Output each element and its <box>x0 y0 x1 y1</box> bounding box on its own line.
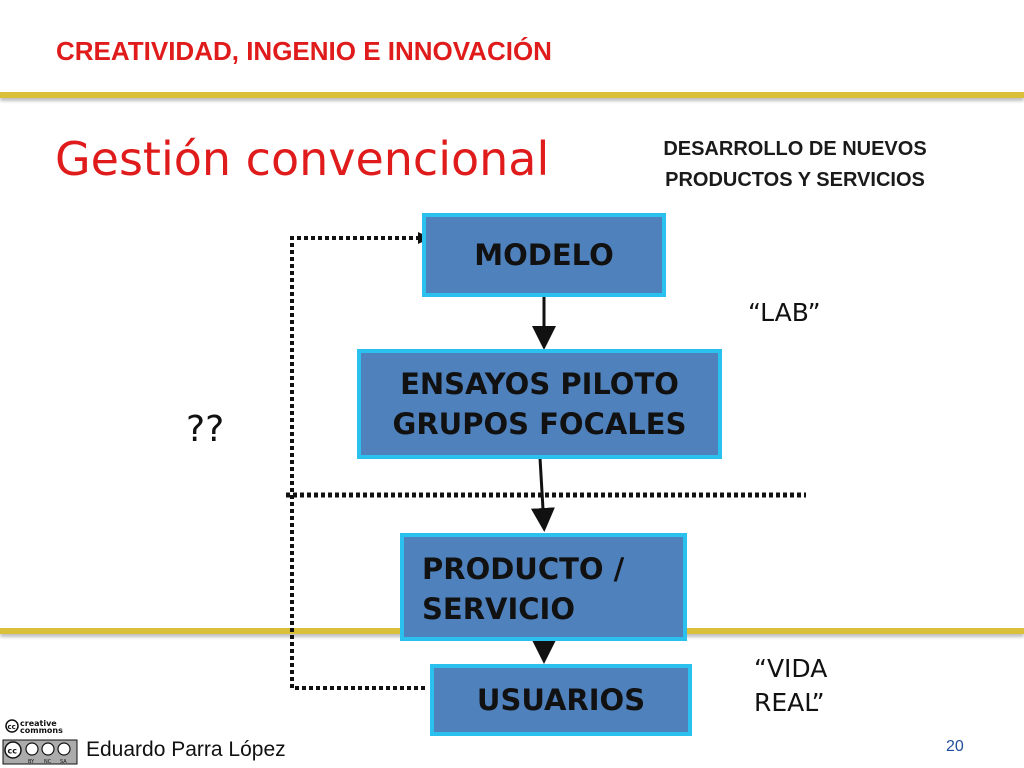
node-usuarios: USUARIOS <box>430 664 692 736</box>
node-usuarios-label: USUARIOS <box>476 683 646 717</box>
topic-label: DESARROLLO DE NUEVOS PRODUCTOS Y SERVICI… <box>620 134 970 196</box>
footer-author: Eduardo Parra López <box>86 738 286 761</box>
node-modelo: MODELO <box>422 213 666 297</box>
topic-line-2: PRODUCTOS Y SERVICIOS <box>665 169 925 191</box>
topic-line-1: DESARROLLO DE NUEVOS <box>663 138 927 160</box>
license-badge-nc: NC <box>44 759 52 765</box>
license-badge-sa: SA <box>60 759 67 765</box>
top-divider <box>0 92 1024 98</box>
lab-note: “LAB” <box>748 298 821 327</box>
node-producto-line-1: PRODUCTO / <box>422 552 625 586</box>
svg-text:commons: commons <box>20 726 63 735</box>
slide-header-title: CREATIVIDAD, INGENIO E INNOVACIÓN <box>56 36 552 66</box>
arrow-ensayos-to-producto <box>530 457 555 532</box>
svg-text:cc: cc <box>8 747 18 756</box>
page-number: 20 <box>946 738 964 755</box>
real-life-note-line-1: “VIDA <box>754 654 828 683</box>
node-modelo-label: MODELO <box>474 238 614 272</box>
svg-text:cc: cc <box>8 723 16 731</box>
node-ensayos-line-2: GRUPOS FOCALES <box>392 407 687 441</box>
node-ensayos-line-1: ENSAYOS PILOTO <box>400 367 679 401</box>
license-badge-by: BY <box>28 759 35 765</box>
svg-text:creative: creative <box>20 719 57 728</box>
node-ensayos: ENSAYOS PILOTO GRUPOS FOCALES <box>357 349 722 459</box>
creative-commons-logo: cc creative commons cc BY NC SA <box>2 719 78 765</box>
node-producto: PRODUCTO / SERVICIO <box>400 533 687 641</box>
real-life-note: “VIDA REAL” <box>754 652 827 720</box>
node-producto-line-2: SERVICIO <box>422 592 575 626</box>
slide-subtitle: Gestión convencional <box>55 132 550 186</box>
question-mark-note: ?? <box>186 409 225 450</box>
feedback-loop-line <box>290 236 425 690</box>
real-life-note-line-2: REAL” <box>754 688 825 717</box>
